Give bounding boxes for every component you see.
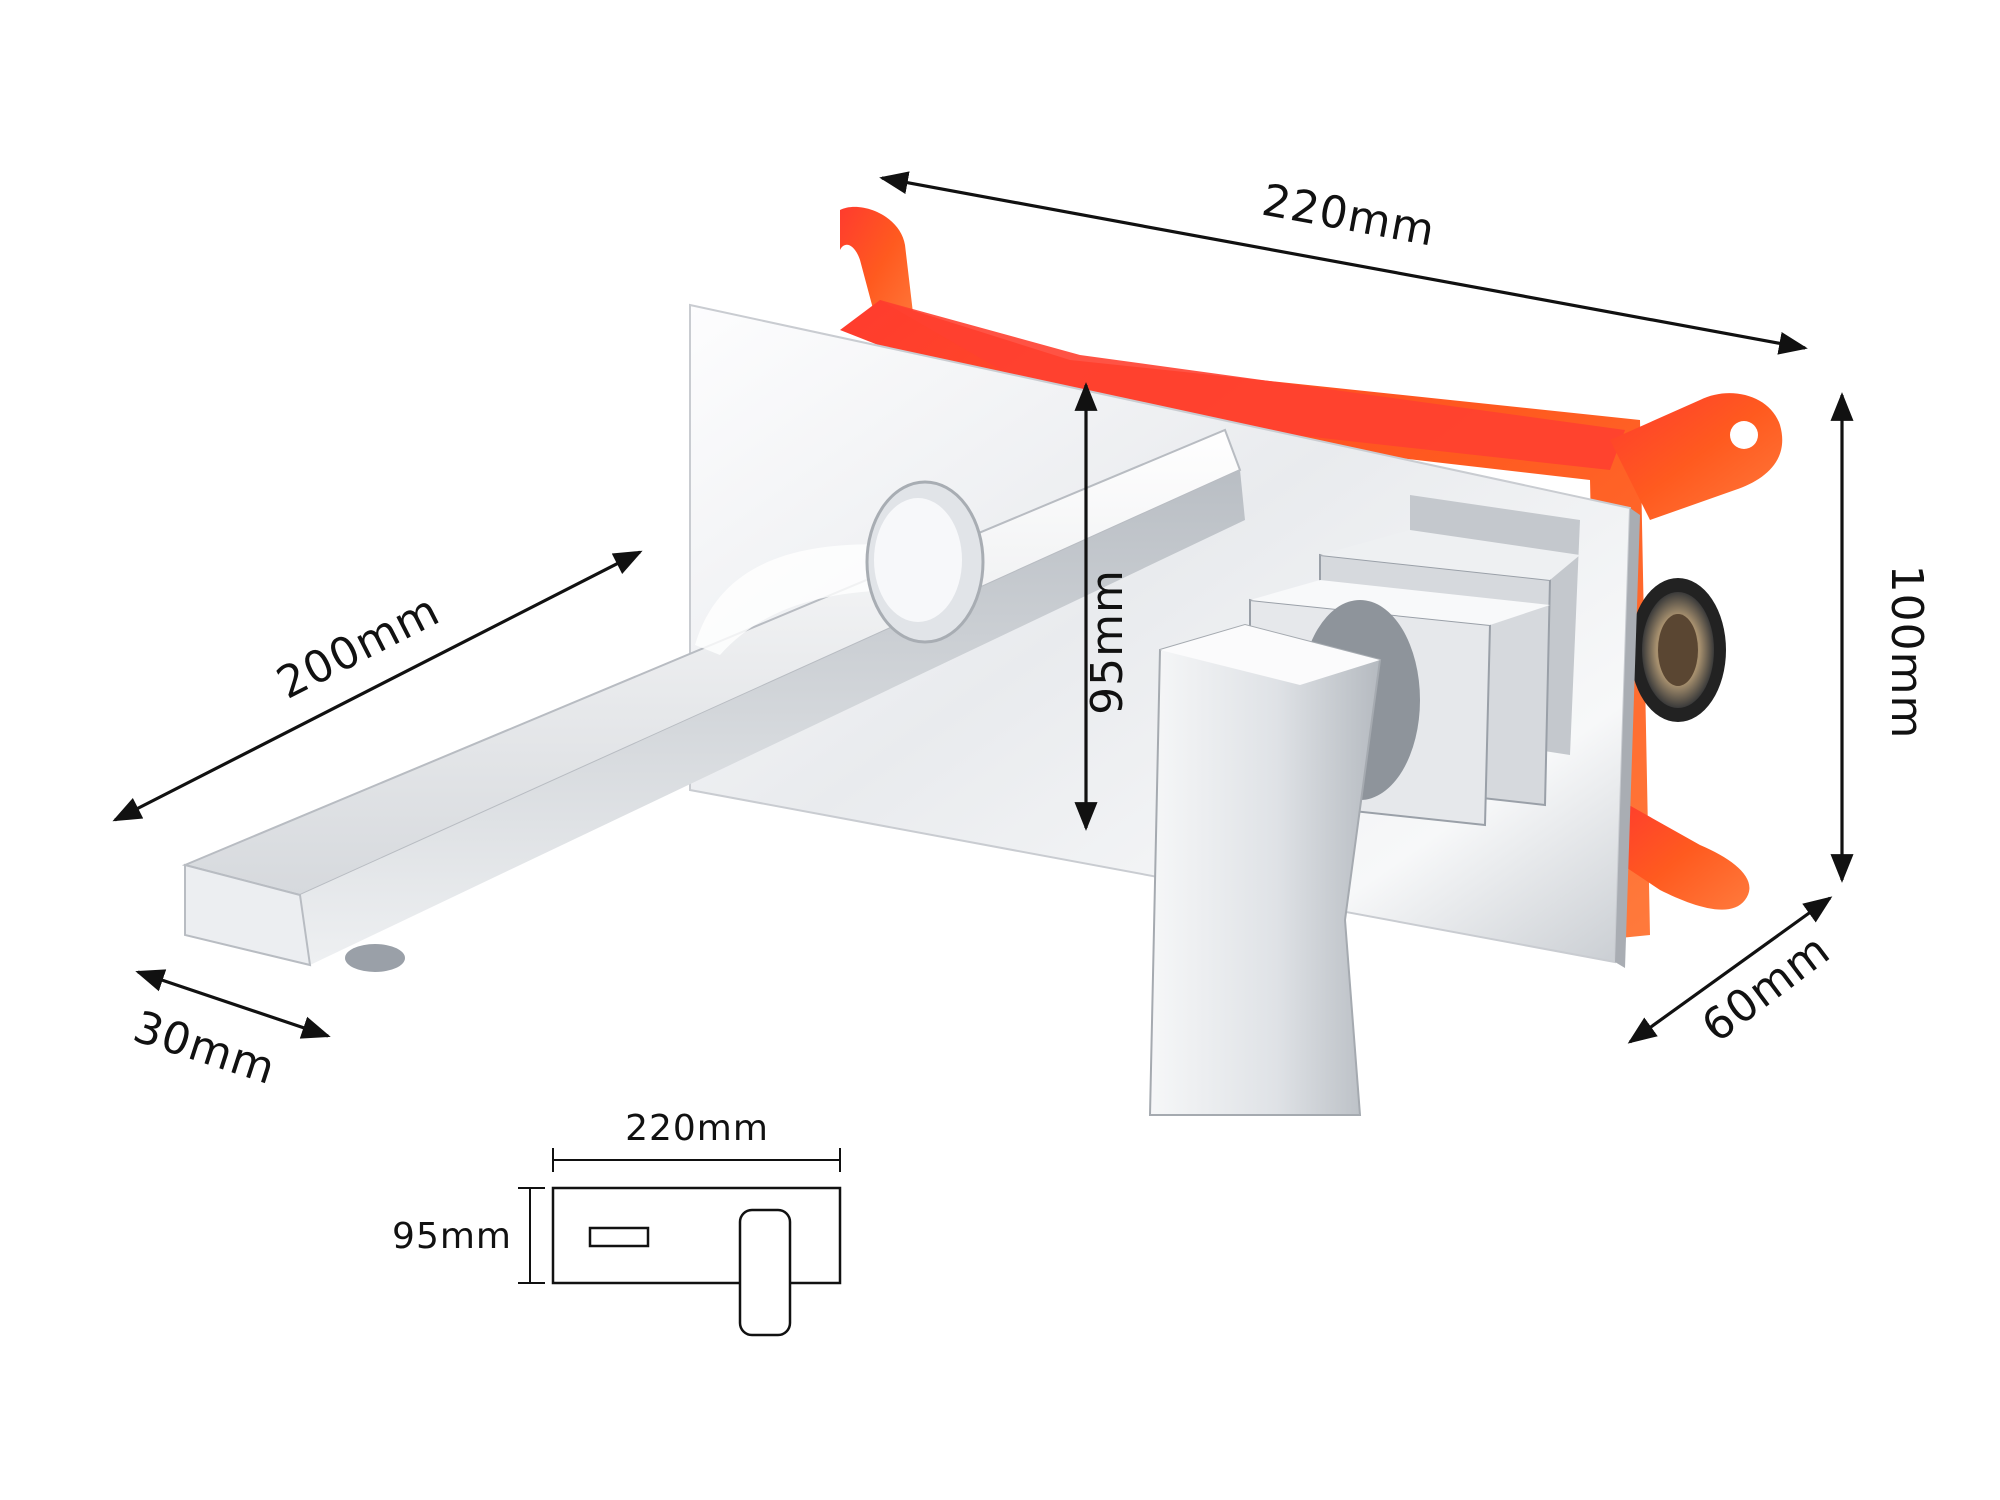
threaded-inlet (1630, 578, 1726, 722)
arrow-box-depth (1627, 896, 1833, 1044)
rough-in-box (840, 206, 1783, 940)
front-view-sketch: 220mm 95mm (392, 1108, 842, 1337)
front-view-spout (588, 1226, 650, 1248)
dimension-arrows (112, 171, 1854, 1044)
arrow-box-width (879, 171, 1808, 355)
label-spout-length: 200mm (269, 585, 448, 710)
spout-escutcheon (865, 480, 985, 644)
arrow-spout-length (112, 550, 643, 822)
label-spout-height: 30mm (127, 1001, 281, 1095)
label-plate-height: 95mm (1082, 569, 1133, 715)
label-front-view-height: 95mm (392, 1216, 512, 1257)
label-box-height: 100mm (1881, 565, 1932, 740)
front-view-plate (551, 1186, 842, 1285)
arrow-spout-height (135, 969, 331, 1039)
label-box-width: 220mm (1258, 175, 1439, 257)
lever-handle (1148, 623, 1382, 1116)
label-front-view-width: 220mm (625, 1108, 769, 1149)
front-view-handle (738, 1208, 792, 1337)
